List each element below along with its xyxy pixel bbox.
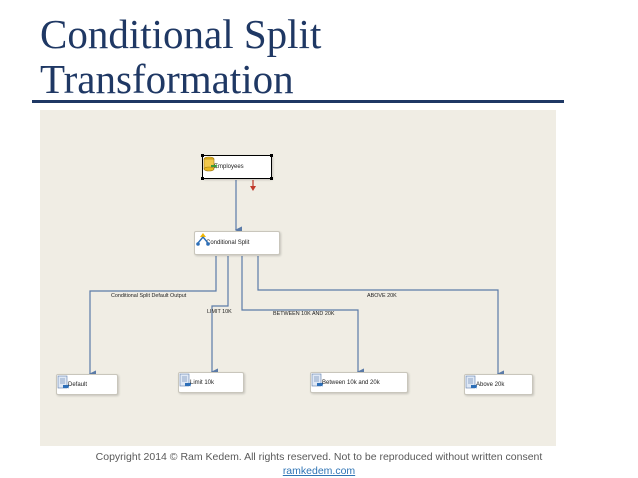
- selection-handle[interactable]: [270, 154, 273, 157]
- selection-handle[interactable]: [270, 177, 273, 180]
- data-flow-canvas[interactable]: Employees Conditional Split Conditional …: [40, 110, 556, 446]
- node-label: Employees: [214, 164, 244, 170]
- default-destination-node[interactable]: Default: [56, 374, 118, 395]
- selection-handle[interactable]: [201, 154, 204, 157]
- slide-title-line-1: Conditional Split: [40, 11, 322, 57]
- path-label-above[interactable]: ABOVE 20K: [367, 293, 397, 299]
- path-between: [241, 256, 364, 376]
- between-destination-node[interactable]: Between 10k and 20k: [310, 372, 408, 393]
- title-underline: [32, 100, 564, 103]
- slide-title: Conditional Split Transformation: [40, 12, 321, 102]
- footer-link-container: ramkedem.com: [0, 465, 638, 477]
- selection-handle[interactable]: [201, 177, 204, 180]
- footer-copyright: Copyright 2014 © Ram Kedem. All rights r…: [95, 451, 543, 463]
- slide-title-line-2: Transformation: [40, 56, 294, 102]
- conditional-split-node[interactable]: Conditional Split: [194, 231, 280, 255]
- limit-destination-node[interactable]: Limit 10k: [178, 372, 244, 393]
- data-flow-paths: [88, 180, 504, 378]
- node-label: Limit 10k: [190, 379, 215, 386]
- node-label: Between 10k and 20k: [322, 379, 380, 386]
- path-label-limit[interactable]: LIMIT 10K: [207, 309, 232, 315]
- node-label: Conditional Split: [206, 240, 250, 246]
- footer-website-link[interactable]: ramkedem.com: [282, 465, 356, 477]
- error-output-arrow: [250, 186, 256, 191]
- employees-source-node[interactable]: Employees: [201, 154, 273, 180]
- path-default-output: [88, 256, 217, 378]
- node-label: Above 20k: [476, 381, 505, 388]
- node-label: Default: [68, 381, 88, 388]
- path-label-default-output[interactable]: Conditional Split Default Output: [111, 293, 187, 299]
- above-destination-node[interactable]: Above 20k: [464, 374, 533, 395]
- path-limit: [210, 256, 229, 376]
- path-above: [257, 256, 504, 378]
- path-label-between[interactable]: BETWEEN 10K AND 20K: [273, 311, 335, 317]
